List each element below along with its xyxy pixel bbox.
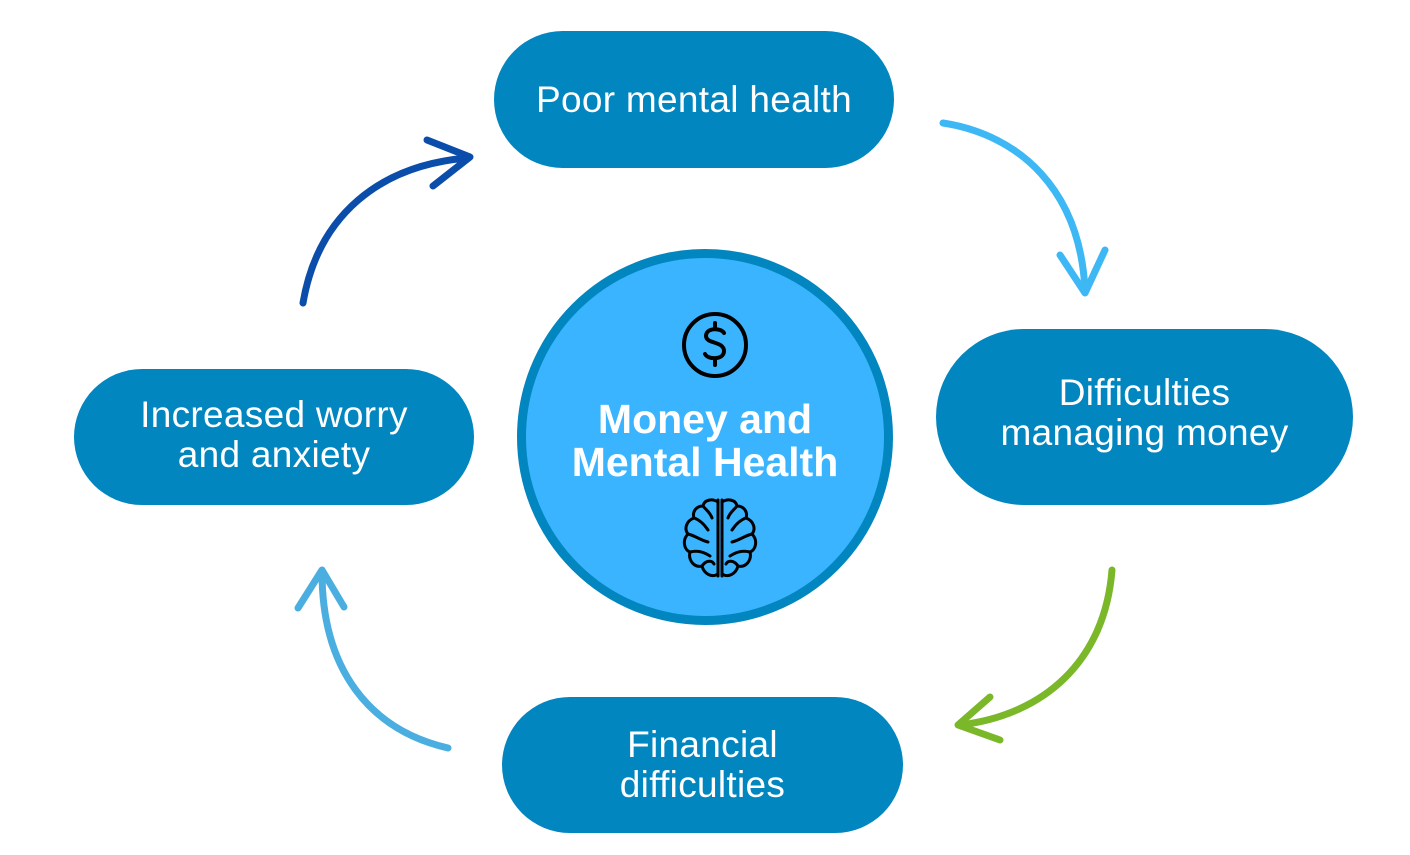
node-poor-mental-health: Poor mental health (494, 31, 894, 168)
center-title-line: Money and (597, 396, 813, 442)
node-label: and anxiety (177, 434, 371, 475)
dollar-icon (682, 312, 748, 378)
node-label: Poor mental health (536, 78, 852, 120)
node-financial-difficulties: Financial difficulties (502, 697, 903, 833)
node-difficulties-managing-money: Difficulties managing money (936, 329, 1353, 505)
arrow-poor-to-difficulties (939, 119, 1109, 297)
center-title-line: Mental Health (571, 439, 839, 485)
node-increased-worry: Increased worry and anxiety (74, 369, 474, 505)
brain-icon (682, 498, 758, 578)
center-circle: Money and Mental Health (517, 249, 893, 625)
node-label: Financial (627, 724, 778, 765)
arrow-financial-to-worry (294, 566, 452, 752)
arrow-difficulties-to-financial (954, 566, 1116, 744)
node-label: difficulties (619, 764, 786, 805)
node-label: Difficulties (1058, 372, 1231, 413)
center-title: Money and Mental Health (526, 398, 884, 484)
node-label: managing money (1000, 412, 1289, 453)
node-label: Increased worry (140, 394, 408, 435)
arrow-worry-to-poor (299, 136, 474, 307)
